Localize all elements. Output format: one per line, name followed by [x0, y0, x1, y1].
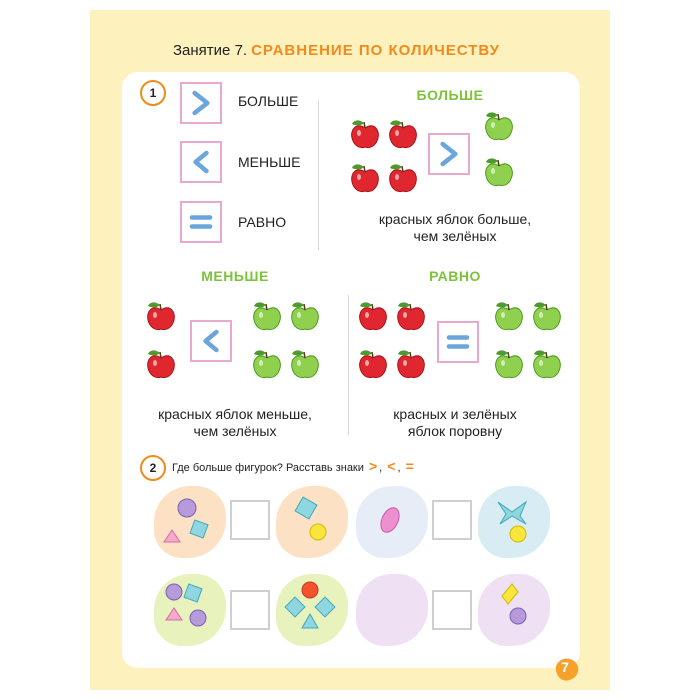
example-heading-equal: РАВНО	[429, 268, 481, 284]
answer-box-2[interactable]	[432, 500, 472, 540]
shape-group-3	[356, 486, 428, 558]
caption-line: чем зелёных	[193, 423, 277, 439]
caption-line: красных и зелёных	[393, 406, 517, 422]
example-heading-greater: БОЛЬШЕ	[416, 87, 484, 103]
answer-box-1[interactable]	[230, 500, 270, 540]
example-heading-less: МЕНЬШЕ	[201, 268, 269, 284]
less-sign-text: <	[387, 458, 396, 474]
green-apple-icon	[494, 348, 524, 380]
green-apple-icon	[494, 300, 524, 332]
page-number-badge: 7	[550, 653, 582, 685]
shape-group-2	[276, 486, 348, 558]
red-apple-icon	[358, 300, 388, 332]
lesson-label: Занятие 7.	[173, 42, 248, 59]
caption-line: красных яблок меньше,	[158, 406, 312, 422]
lesson-topic: СРАВНЕНИЕ ПО КОЛИЧЕСТВУ	[251, 42, 501, 59]
vertical-divider-lower	[348, 295, 349, 435]
equal-sign-text: =	[405, 458, 414, 474]
task-number-1: 1	[140, 80, 166, 106]
green-apple-icon	[290, 300, 320, 332]
less-than-icon	[180, 141, 222, 183]
red-apple-icon	[396, 300, 426, 332]
task-number-2: 2	[140, 455, 166, 481]
red-apple-icon	[146, 348, 176, 380]
shape-group-4	[478, 486, 550, 558]
caption-line: чем зелёных	[413, 228, 497, 244]
green-apple-icon	[290, 348, 320, 380]
legend-label-greater: БОЛЬШЕ	[238, 93, 299, 109]
shape-group-6	[276, 574, 348, 646]
task2-prompt: Где больше фигурок? Расставь знаки >, <,…	[172, 458, 414, 474]
red-apple-icon	[350, 118, 380, 150]
example-caption-less: красных яблок меньше, чем зелёных	[130, 406, 340, 440]
equals-icon	[437, 321, 479, 363]
page-number: 7	[561, 659, 569, 675]
red-apple-icon	[388, 162, 418, 194]
example-caption-greater: красных яблок больше, чем зелёных	[350, 211, 560, 245]
red-apple-icon	[358, 348, 388, 380]
caption-line: красных яблок больше,	[378, 211, 532, 227]
task2-prompt-text: Где больше фигурок? Расставь знаки	[172, 462, 364, 474]
legend-label-less: МЕНЬШЕ	[238, 154, 301, 170]
vertical-divider	[318, 100, 319, 250]
greater-than-icon	[180, 82, 222, 124]
shape-group-1	[154, 486, 226, 558]
shape-group-7	[356, 574, 428, 646]
page-title: Занятие 7.СРАВНЕНИЕ ПО КОЛИЧЕСТВУ	[173, 42, 500, 59]
greater-than-icon	[428, 133, 470, 175]
green-apple-icon	[484, 156, 514, 188]
example-caption-equal: красных и зелёных яблок поровну	[355, 406, 555, 440]
greater-sign-text: >	[368, 458, 378, 474]
green-apple-icon	[484, 110, 514, 142]
caption-line: яблок поровну	[407, 423, 503, 439]
equals-icon	[180, 201, 222, 243]
green-apple-icon	[252, 348, 282, 380]
red-apple-icon	[350, 162, 380, 194]
legend-label-equal: РАВНО	[238, 214, 287, 230]
shape-group-8	[478, 574, 550, 646]
less-than-icon	[190, 320, 232, 362]
answer-box-4[interactable]	[432, 590, 472, 630]
red-apple-icon	[388, 118, 418, 150]
green-apple-icon	[252, 300, 282, 332]
red-apple-icon	[396, 348, 426, 380]
green-apple-icon	[532, 300, 562, 332]
green-apple-icon	[532, 348, 562, 380]
red-apple-icon	[146, 300, 176, 332]
shape-group-5	[154, 574, 226, 646]
answer-box-3[interactable]	[230, 590, 270, 630]
